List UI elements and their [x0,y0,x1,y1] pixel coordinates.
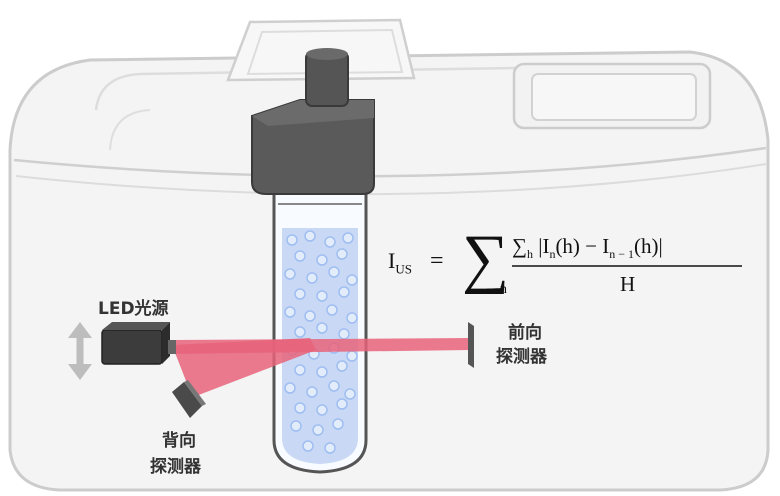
bubble [316,404,328,416]
bubble [304,310,316,322]
bubble [284,382,296,394]
bubble [306,272,318,284]
bubble [304,230,316,242]
bubble [336,398,348,410]
forward-detector-label-line2: 探测器 [496,347,547,367]
bubble [286,234,298,246]
bubble [306,386,318,398]
forward-detector-label-line1: 前向 [508,323,542,343]
light-beams [172,338,470,396]
led-source-label: LED光源 [98,299,169,319]
bubble [324,442,336,454]
bubble [290,420,302,432]
test-tube [272,188,368,474]
bubble [312,424,324,436]
formula-sum-symbol: ∑ [462,222,510,295]
bubble [324,236,336,248]
bubbles [284,230,358,454]
formula-lhs: IUS [388,248,412,277]
bubble [346,350,358,362]
forward-detector [468,322,474,368]
bubble [294,288,306,300]
formula-denominator: H [620,272,636,296]
display-panel [512,62,712,130]
bubble [294,250,306,262]
bubble [294,364,306,376]
bubble [342,232,354,244]
back-detector-label-line2: 探测器 [150,457,201,477]
formula-numerator: ∑h |In(h) − In − 1(h)| [512,234,663,262]
bubble [338,328,350,340]
bubble [316,366,328,378]
bubble [284,268,296,280]
formula-fraction-bar [512,265,742,267]
bubble [332,418,344,430]
bubble [346,274,358,286]
formula-equals: = [430,248,444,274]
bubble [302,440,314,452]
back-beam [172,338,316,396]
bubble [284,306,296,318]
bubble [328,266,340,278]
probe-cap [251,48,375,195]
bubble [294,326,306,338]
bubble [316,254,328,266]
formula-sum-index: n [500,282,507,297]
double-arrow-icon [68,322,92,380]
back-detector [172,380,206,418]
bubble [316,322,328,334]
bubble [336,360,348,372]
back-detector-label-line1: 背向 [162,431,196,451]
bubble [294,402,306,414]
bubble [326,304,338,316]
bubble [338,286,350,298]
bubble [328,380,340,392]
bubble [344,388,356,400]
bubble [316,290,328,302]
bubble [346,312,358,324]
led-source [101,322,176,365]
bubble [336,248,348,260]
